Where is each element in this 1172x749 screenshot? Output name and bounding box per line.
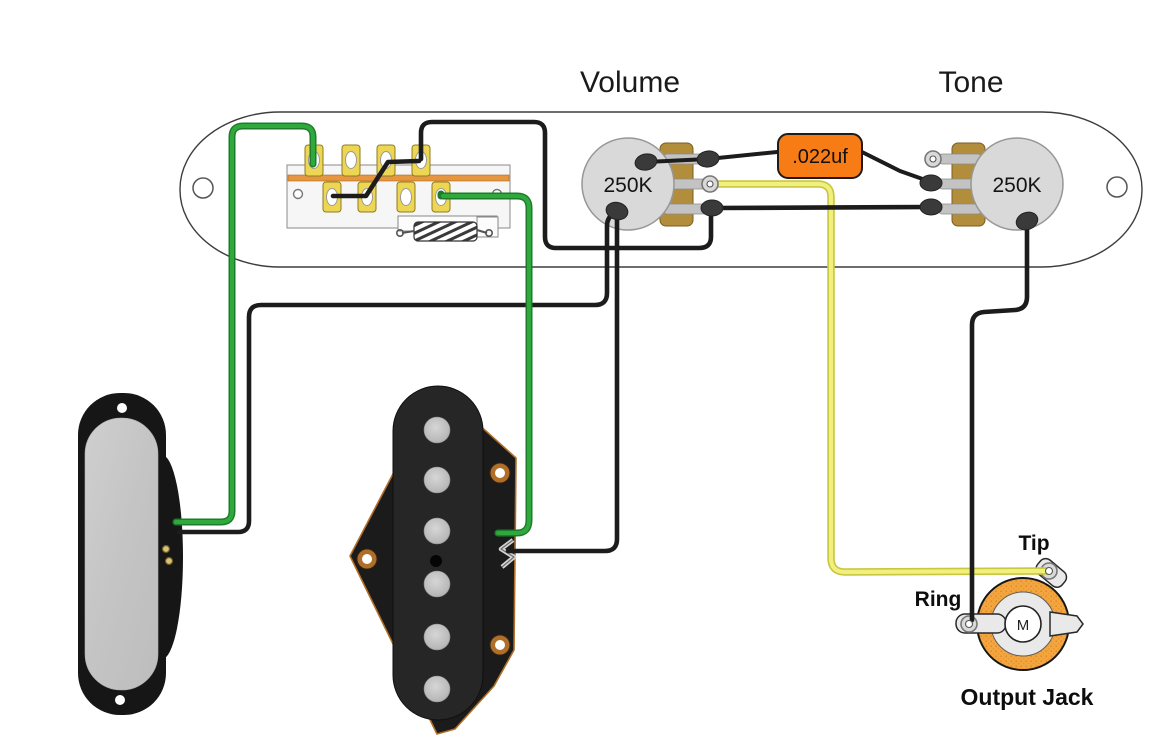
switch-hole-left bbox=[292, 188, 304, 200]
wire-output-yellow bbox=[710, 180, 1051, 576]
volume-lug1-solder bbox=[700, 199, 724, 217]
bridge-pickup-bobbin bbox=[392, 385, 484, 721]
tone-pot-body bbox=[970, 137, 1064, 231]
volume-lug2-eyelet-hole bbox=[706, 180, 714, 188]
tone-casing-solder bbox=[1015, 211, 1039, 231]
capacitor-value: .022uf bbox=[792, 146, 848, 168]
volume-pot-value: 250K bbox=[603, 174, 652, 197]
capacitor-body bbox=[777, 133, 863, 179]
bridge-center-dot bbox=[430, 555, 442, 567]
tone-lug3-eyelet-hole bbox=[929, 155, 937, 163]
jack-tip-label: Tip bbox=[1018, 532, 1049, 555]
wire-cap-to-tone bbox=[860, 150, 933, 184]
jack-ring-eyelet-hole bbox=[964, 619, 974, 629]
tone-capacitor: .022uf bbox=[777, 133, 863, 179]
jack-mono-label: M bbox=[1017, 617, 1030, 634]
bridge-pickup bbox=[349, 385, 517, 735]
switch-stripe bbox=[287, 174, 510, 182]
wire-bridge-hot-green bbox=[437, 190, 533, 537]
neck-pickup bbox=[78, 393, 183, 715]
wire-neck-hot-green bbox=[172, 122, 317, 526]
neck-mount-hole-top bbox=[117, 403, 127, 413]
output-jack-caption: Output Jack bbox=[961, 684, 1094, 710]
wire-switch-jumper-black bbox=[330, 158, 422, 199]
volume-pot: 250K bbox=[581, 137, 707, 231]
jack-center bbox=[1004, 605, 1042, 643]
wire-switch-to-volume-black bbox=[418, 119, 714, 251]
volume-casing-solder-top bbox=[634, 153, 658, 171]
tone-label: Tone bbox=[938, 66, 1003, 99]
tone-lug1-solder bbox=[919, 198, 943, 216]
volume-label: Volume bbox=[580, 66, 680, 99]
plate-screw-hole-left bbox=[192, 177, 214, 199]
wire-neck-ground-black bbox=[176, 211, 616, 535]
switch-spring bbox=[395, 215, 499, 242]
jack-right-tab bbox=[1049, 611, 1084, 637]
bridge-mount-holes bbox=[356, 462, 511, 656]
neck-pickup-cover bbox=[84, 417, 159, 691]
solder-joints bbox=[605, 150, 1054, 629]
output-jack: M bbox=[955, 557, 1084, 671]
wire-bridge-ground-black bbox=[505, 212, 620, 554]
tone-pot: 250K bbox=[938, 137, 1064, 231]
neck-eyelet-2 bbox=[164, 556, 174, 566]
neck-mount-hole-bottom bbox=[115, 695, 125, 705]
wire-tone-ground-to-jack-black bbox=[969, 218, 1030, 623]
jack-tip-eyelet-hole bbox=[1044, 566, 1054, 576]
volume-lug3-solder bbox=[696, 150, 720, 168]
volume-casing-solder-bottom bbox=[605, 201, 629, 221]
wire-volume-to-tone-black bbox=[709, 204, 934, 211]
jack-ring-label: Ring bbox=[915, 588, 962, 611]
tone-pot-value: 250K bbox=[992, 174, 1041, 197]
tone-lug2-solder bbox=[919, 174, 943, 192]
neck-eyelet-1 bbox=[161, 544, 171, 554]
plate-screw-hole-right bbox=[1106, 176, 1128, 198]
bridge-pole-pieces bbox=[423, 416, 451, 703]
